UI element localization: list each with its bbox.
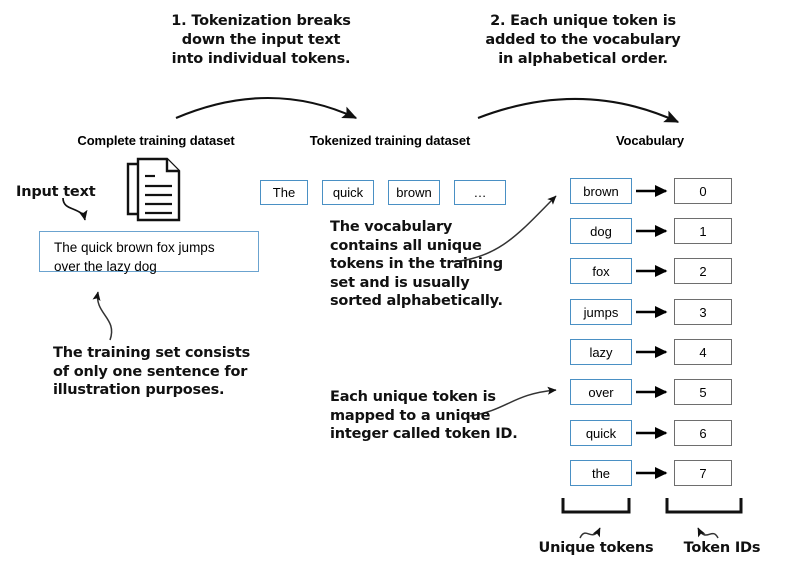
vocab-token-4: lazy <box>570 339 632 365</box>
vocab-id-1: 1 <box>674 218 732 244</box>
vocab-id-6: 6 <box>674 420 732 446</box>
vocab-token-6: quick <box>570 420 632 446</box>
vocabulary-title: Vocabulary <box>615 133 685 148</box>
vocab-id-7: 7 <box>674 460 732 486</box>
vocab-token-3: jumps <box>570 299 632 325</box>
token-chip-1: quick <box>322 180 374 205</box>
complete-training-dataset-title: Complete training dataset <box>77 133 235 148</box>
vocab-token-1: dog <box>570 218 632 244</box>
tokenized-training-dataset-title: Tokenized training dataset <box>309 133 471 148</box>
token-chip-2: brown <box>388 180 440 205</box>
vocab-id-0: 0 <box>674 178 732 204</box>
input-sentence-line-2: over the lazy dog <box>54 259 157 274</box>
token-chip-0: The <box>260 180 308 205</box>
input-text-label: Input text <box>16 184 96 200</box>
training-set-note: The training set consists of only one se… <box>53 345 251 398</box>
vocab-id-2: 2 <box>674 258 732 284</box>
token-id-note: Each unique token is mapped to a unique … <box>330 389 518 442</box>
documents-icon <box>126 157 181 222</box>
input-sentence-line-1: The quick brown fox jumps <box>54 240 215 255</box>
vocab-token-0: brown <box>570 178 632 204</box>
step-1-heading: 1. Tokenization breaks down the input te… <box>171 13 351 67</box>
vocab-token-2: fox <box>570 258 632 284</box>
vocab-id-5: 5 <box>674 379 732 405</box>
token-ids-label: Token IDs <box>683 540 761 556</box>
step-2-heading: 2. Each unique token is added to the voc… <box>485 13 681 67</box>
unique-tokens-label: Unique tokens <box>538 540 654 556</box>
vocab-token-7: the <box>570 460 632 486</box>
vocabulary-note: The vocabulary contains all unique token… <box>330 219 503 309</box>
vocab-id-3: 3 <box>674 299 732 325</box>
vocab-token-5: over <box>570 379 632 405</box>
input-sentence-box: The quick brown fox jumps over the lazy … <box>39 231 259 274</box>
vocab-id-4: 4 <box>674 339 732 365</box>
token-chip-3: … <box>454 180 506 205</box>
